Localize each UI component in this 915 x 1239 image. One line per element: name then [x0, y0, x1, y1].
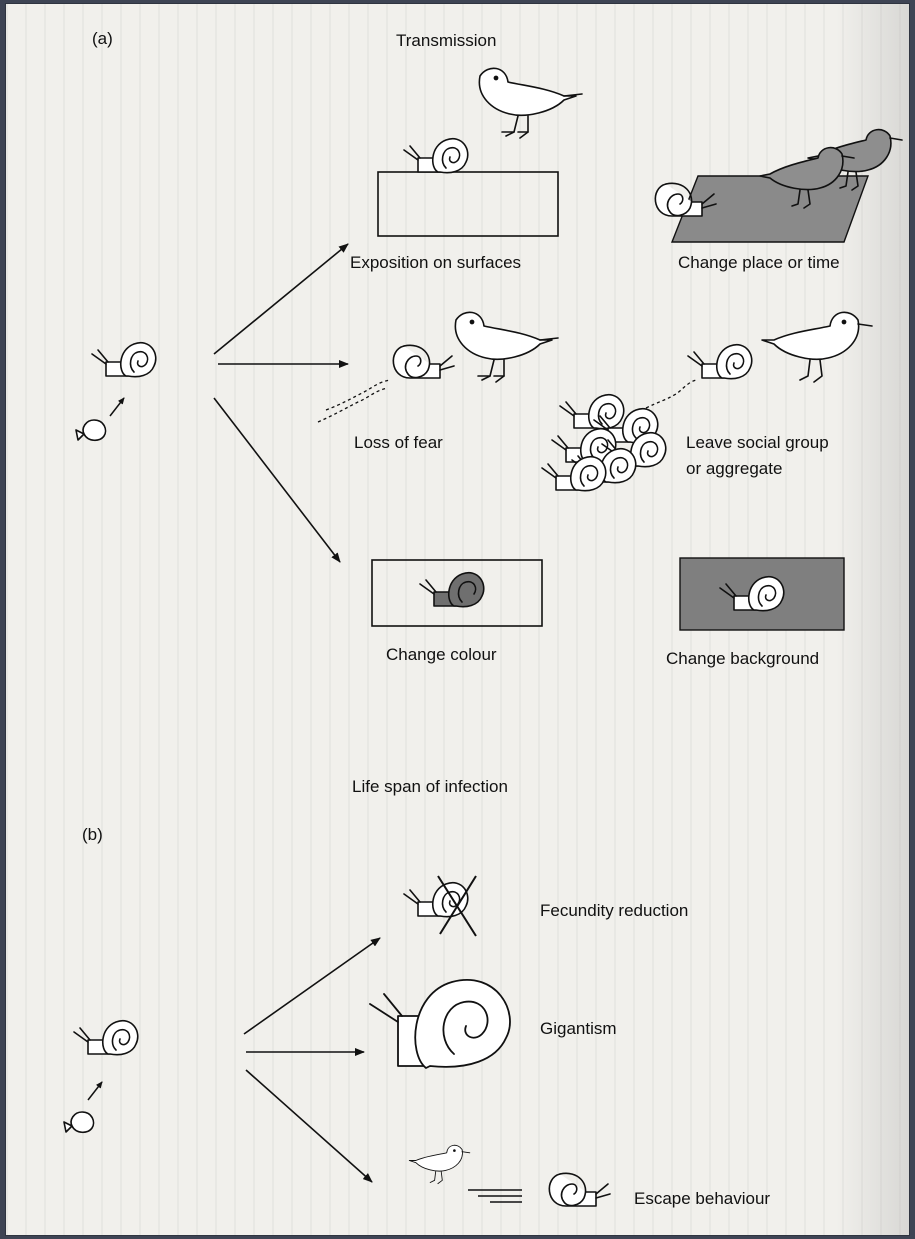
- label-leave-group-line1: Leave social group: [686, 433, 829, 452]
- arrow-to-change-colour: [213, 397, 341, 563]
- infection-arrow-b: [87, 1081, 103, 1101]
- cercaria-b: [63, 1111, 95, 1134]
- change-background-scene: [679, 557, 845, 631]
- parasite-manipulation-diagram: (a) Transmission Exposition on surfaces …: [63, 29, 903, 1208]
- transmission-title: Transmission: [396, 31, 496, 50]
- panel-b-label: (b): [82, 825, 103, 844]
- life-span-title: Life span of infection: [352, 777, 508, 796]
- label-fecundity: Fecundity reduction: [540, 901, 688, 920]
- label-loss-of-fear: Loss of fear: [354, 433, 443, 452]
- arrow-to-escape: [245, 1069, 373, 1183]
- label-change-place: Change place or time: [678, 253, 840, 272]
- leave-group-scene: [541, 311, 873, 492]
- infected-snail-a: [91, 341, 157, 378]
- cercaria-a: [75, 419, 107, 442]
- escape-scene: [408, 1144, 611, 1207]
- arrow-to-exposition: [213, 243, 349, 355]
- change-place-scene: [654, 128, 903, 243]
- gigantism-scene: [369, 979, 511, 1069]
- loss-of-fear-scene: [317, 311, 559, 423]
- figure-page: (a) Transmission Exposition on surfaces …: [6, 4, 909, 1235]
- fecundity-scene: [403, 875, 477, 937]
- label-leave-group-line2: or aggregate: [686, 459, 782, 478]
- change-colour-scene: [371, 559, 543, 627]
- infected-snail-b: [73, 1019, 139, 1056]
- exposition-scene: [377, 67, 583, 237]
- label-change-background: Change background: [666, 649, 819, 668]
- label-escape: Escape behaviour: [634, 1189, 770, 1208]
- label-change-colour: Change colour: [386, 645, 497, 664]
- infection-arrow-a: [109, 397, 125, 417]
- panel-a-label: (a): [92, 29, 113, 48]
- arrow-to-fecundity: [243, 937, 381, 1035]
- label-exposition: Exposition on surfaces: [350, 253, 521, 272]
- label-gigantism: Gigantism: [540, 1019, 617, 1038]
